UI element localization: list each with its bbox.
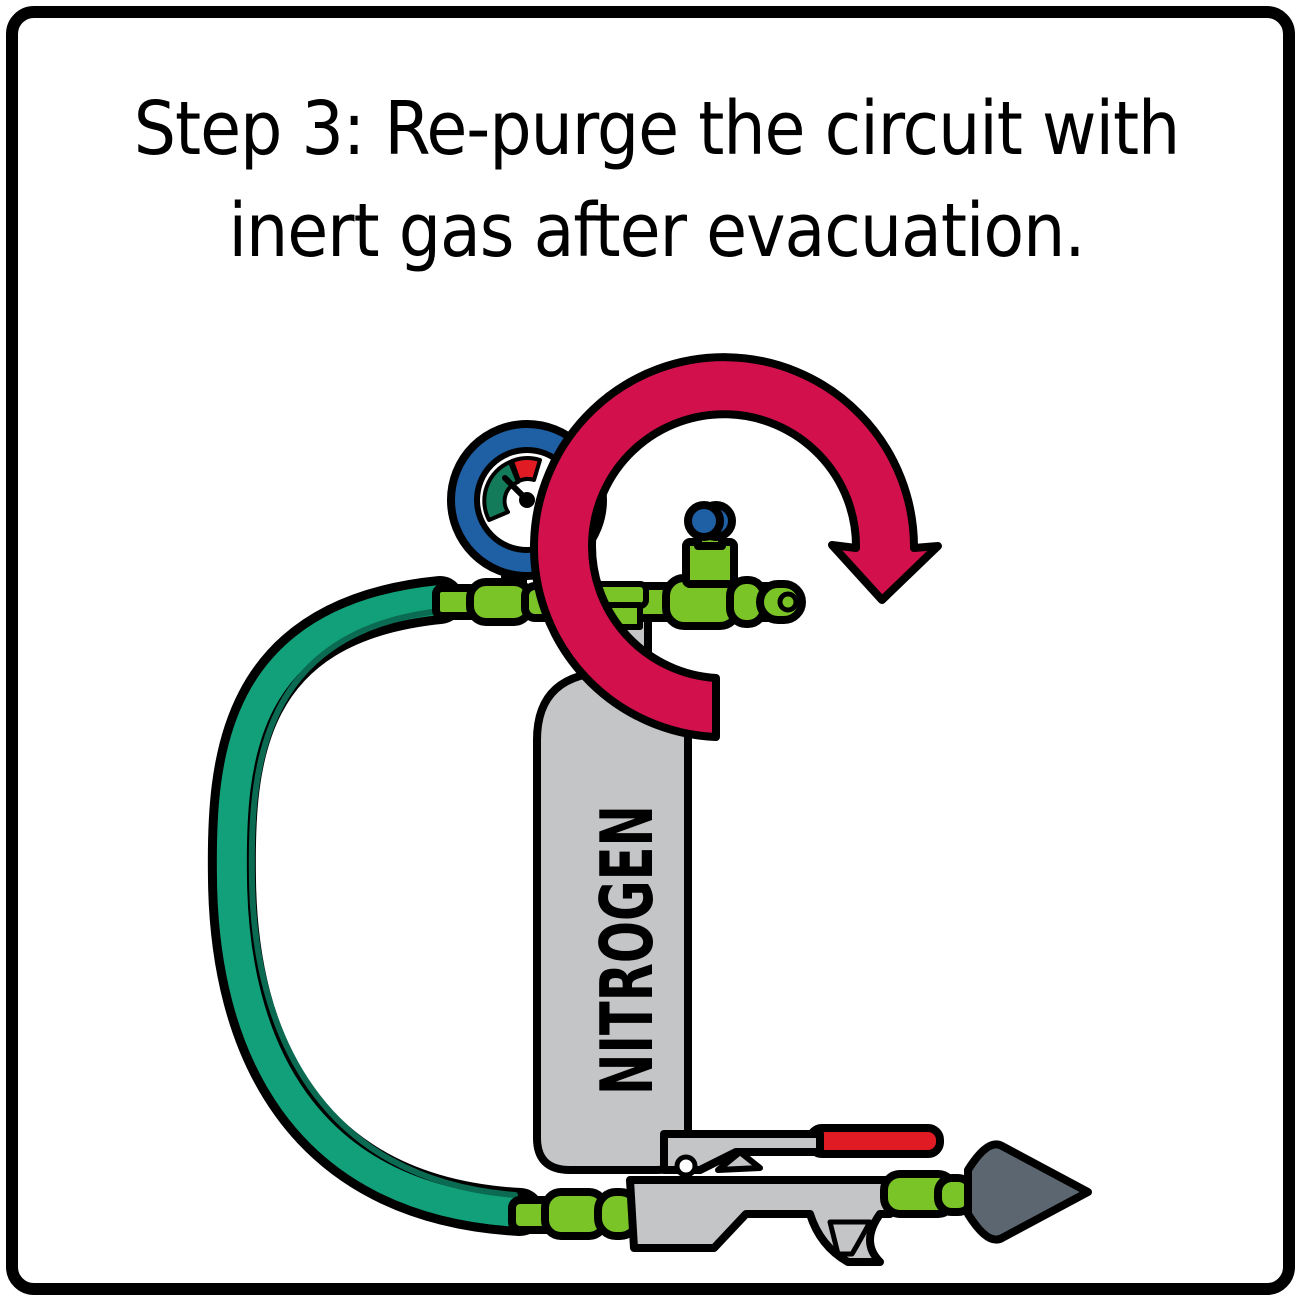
nitrogen-cylinder-icon: NITROGEN — [533, 596, 692, 1174]
hose-icon — [207, 576, 544, 1236]
cylinder-label: NITROGEN — [585, 805, 669, 1095]
circular-arrow-icon — [530, 353, 942, 741]
step-title: Step 3: Re-purge the circuit with inert … — [0, 78, 1313, 282]
step-title-line-2: inert gas after evacuation. — [228, 188, 1085, 274]
blow-gun-icon — [508, 1124, 1092, 1266]
step-title-line-1: Step 3: Re-purge the circuit with — [133, 86, 1181, 172]
